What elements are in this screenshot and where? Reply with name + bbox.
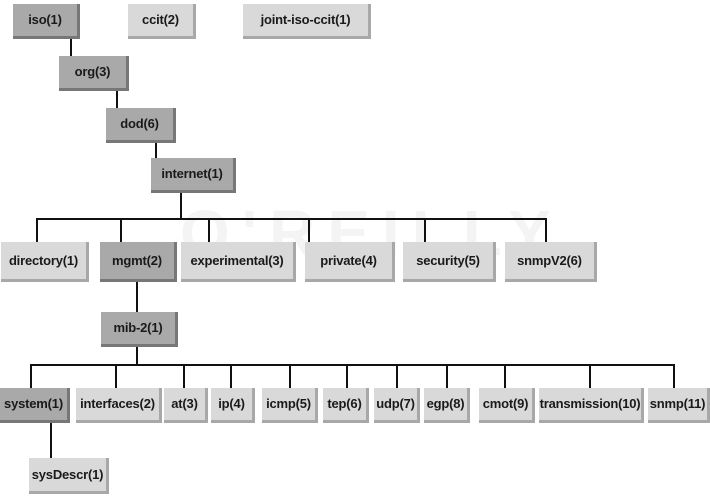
connector-mib2-bar [30, 364, 674, 366]
node-iso: iso(1) [13, 4, 80, 39]
drop-interfaces [115, 364, 117, 389]
connector-internet-down [180, 190, 182, 219]
connector-mib2-down [136, 344, 138, 365]
node-org: org(3) [59, 56, 129, 91]
node-interfaces: interfaces(2) [76, 388, 162, 423]
connector-dod-internet [155, 139, 157, 159]
drop-at [183, 364, 185, 389]
node-joint-iso-ccit: joint-iso-ccit(1) [243, 4, 371, 39]
connector-org-dod [116, 88, 118, 109]
connector-system-sysdescr [50, 416, 52, 460]
connector-iso-org [70, 36, 72, 58]
node-icmp: icmp(5) [262, 388, 318, 423]
node-egp: egp(8) [424, 388, 470, 423]
node-cmot: cmot(9) [479, 388, 535, 423]
node-private: private(4) [305, 242, 395, 282]
drop-private [308, 218, 310, 243]
drop-cmot [504, 364, 506, 389]
drop-directory [36, 218, 38, 243]
connector-mgmt-mib2 [136, 280, 138, 313]
node-dod: dod(6) [106, 108, 176, 143]
node-at: at(3) [164, 388, 208, 423]
node-transmission: transmission(10) [539, 388, 644, 423]
node-snmp: snmp(11) [648, 388, 710, 423]
node-directory: directory(1) [1, 242, 89, 282]
node-system: system(1) [0, 388, 70, 423]
drop-ip [230, 364, 232, 389]
drop-mgmt [120, 218, 122, 243]
drop-icmp [289, 364, 291, 389]
drop-tep [346, 364, 348, 389]
connector-internet-bar [36, 218, 547, 220]
node-mib-2: mib-2(1) [101, 312, 178, 347]
node-mgmt: mgmt(2) [100, 242, 177, 282]
drop-udp [396, 364, 398, 389]
drop-egp [446, 364, 448, 389]
node-security: security(5) [403, 242, 496, 282]
node-internet: internet(1) [151, 158, 236, 193]
drop-security [424, 218, 426, 243]
node-experimental: experimental(3) [181, 242, 296, 282]
node-ip: ip(4) [211, 388, 255, 423]
node-sysdescr: sysDescr(1) [29, 458, 109, 494]
node-udp: udp(7) [374, 388, 420, 423]
drop-system [30, 364, 32, 389]
node-tep: tep(6) [323, 388, 369, 423]
drop-snmp [673, 364, 675, 389]
node-snmpv2: snmpV2(6) [505, 242, 597, 282]
drop-transmission [589, 364, 591, 389]
node-ccit: ccit(2) [128, 4, 196, 39]
drop-experimental [208, 218, 210, 243]
drop-snmpv2 [545, 218, 547, 243]
